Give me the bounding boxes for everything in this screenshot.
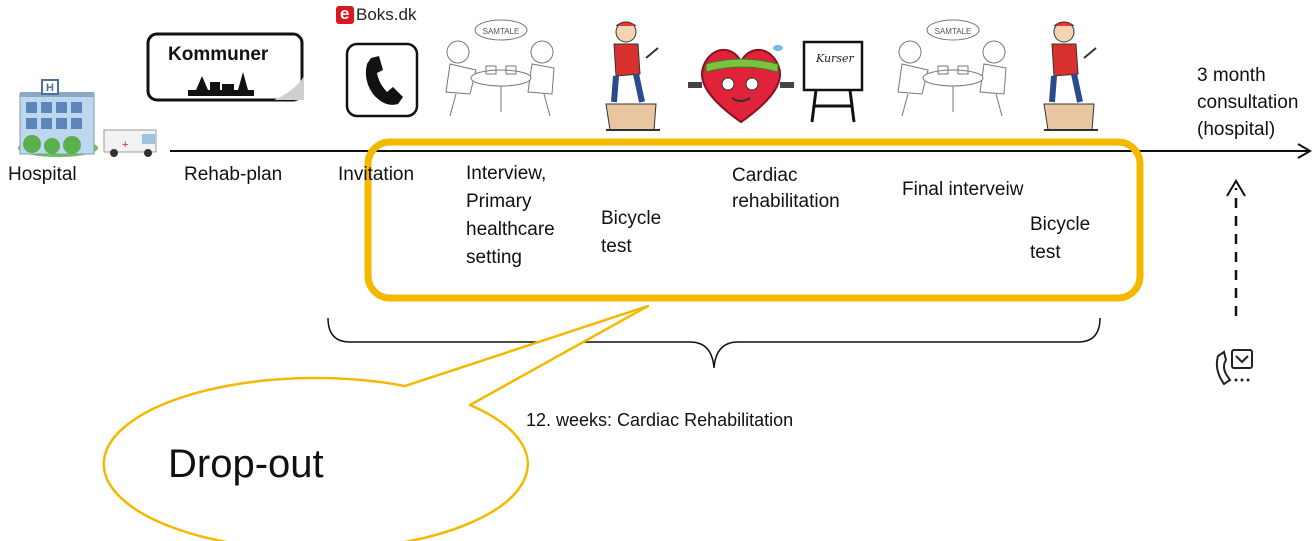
svg-text:+: + <box>122 139 128 151</box>
phone-message-icon <box>1214 346 1256 392</box>
speech-bubble-text-2: SAMTALE <box>935 27 972 36</box>
speech-bubble-text: SAMTALE <box>483 27 520 36</box>
twelve-week-brace <box>327 317 1101 369</box>
conversation-icon: SAMTALE <box>436 12 566 122</box>
bicycle2-line-2: test <box>1030 242 1061 263</box>
stage-label-bicycle-test-1: Bicycle test <box>601 207 662 257</box>
conversation-icon-final: SAMTALE <box>888 12 1018 122</box>
stage-label-interview: Interview, Primary healthcare setting <box>466 162 555 268</box>
heart-exercise-icon <box>686 38 796 128</box>
bicycle1-line-2: test <box>601 236 632 257</box>
stage-label-invitation: Invitation <box>338 164 415 185</box>
dropout-callout-shape <box>102 304 650 541</box>
stage-label-hospital: Hospital <box>8 164 77 185</box>
stage-label-bicycle-test-2: Bicycle test <box>1030 213 1091 263</box>
consultation-label: 3 month consultation (hospital) <box>1197 64 1299 140</box>
dashed-arrowhead <box>1226 179 1246 197</box>
consultation-line-1: 3 month <box>1197 65 1266 86</box>
cardiac-line-1: Cardiac <box>732 165 798 186</box>
dropout-callout-text: Drop-out <box>168 442 324 486</box>
cardiac-line-2: rehabilitation <box>732 191 840 212</box>
bicycle-test-icon-2 <box>1034 18 1104 134</box>
stage-label-cardiac-rehab: Cardiac rehabilitation <box>732 164 840 212</box>
kurser-board-icon <box>802 40 866 124</box>
kommuner-sign-icon <box>146 32 310 106</box>
hospital-icon: H + <box>18 78 164 158</box>
eboks-logo-icon <box>336 6 354 24</box>
period-label: 12. weeks: Cardiac Rehabilitation <box>526 410 794 430</box>
highlight-box <box>364 138 1144 302</box>
stage-label-rehab-plan: Rehab-plan <box>184 164 283 185</box>
interview-line-3: healthcare <box>466 219 555 240</box>
eboks-brand-text: Boks.dk <box>356 5 417 24</box>
bicycle2-line-1: Bicycle <box>1030 214 1091 235</box>
bicycle-test-icon <box>596 18 666 134</box>
interview-line-1: Interview, <box>466 163 547 184</box>
eboks-logo-letter: e <box>340 4 350 23</box>
svg-text:H: H <box>46 82 54 94</box>
kommuner-sign-text: Kommuner <box>168 44 269 65</box>
bicycle1-line-1: Bicycle <box>601 208 662 229</box>
kurser-board-text: Kurser <box>816 52 854 65</box>
consultation-line-2: consultation <box>1197 92 1299 113</box>
timeline-arrowhead <box>1297 143 1312 159</box>
interview-line-2: Primary <box>466 191 532 212</box>
interview-line-4: setting <box>466 247 522 268</box>
consultation-line-3: (hospital) <box>1197 119 1276 140</box>
stage-label-final-interview: Final interveiw <box>902 179 1024 200</box>
phone-icon <box>345 42 419 118</box>
